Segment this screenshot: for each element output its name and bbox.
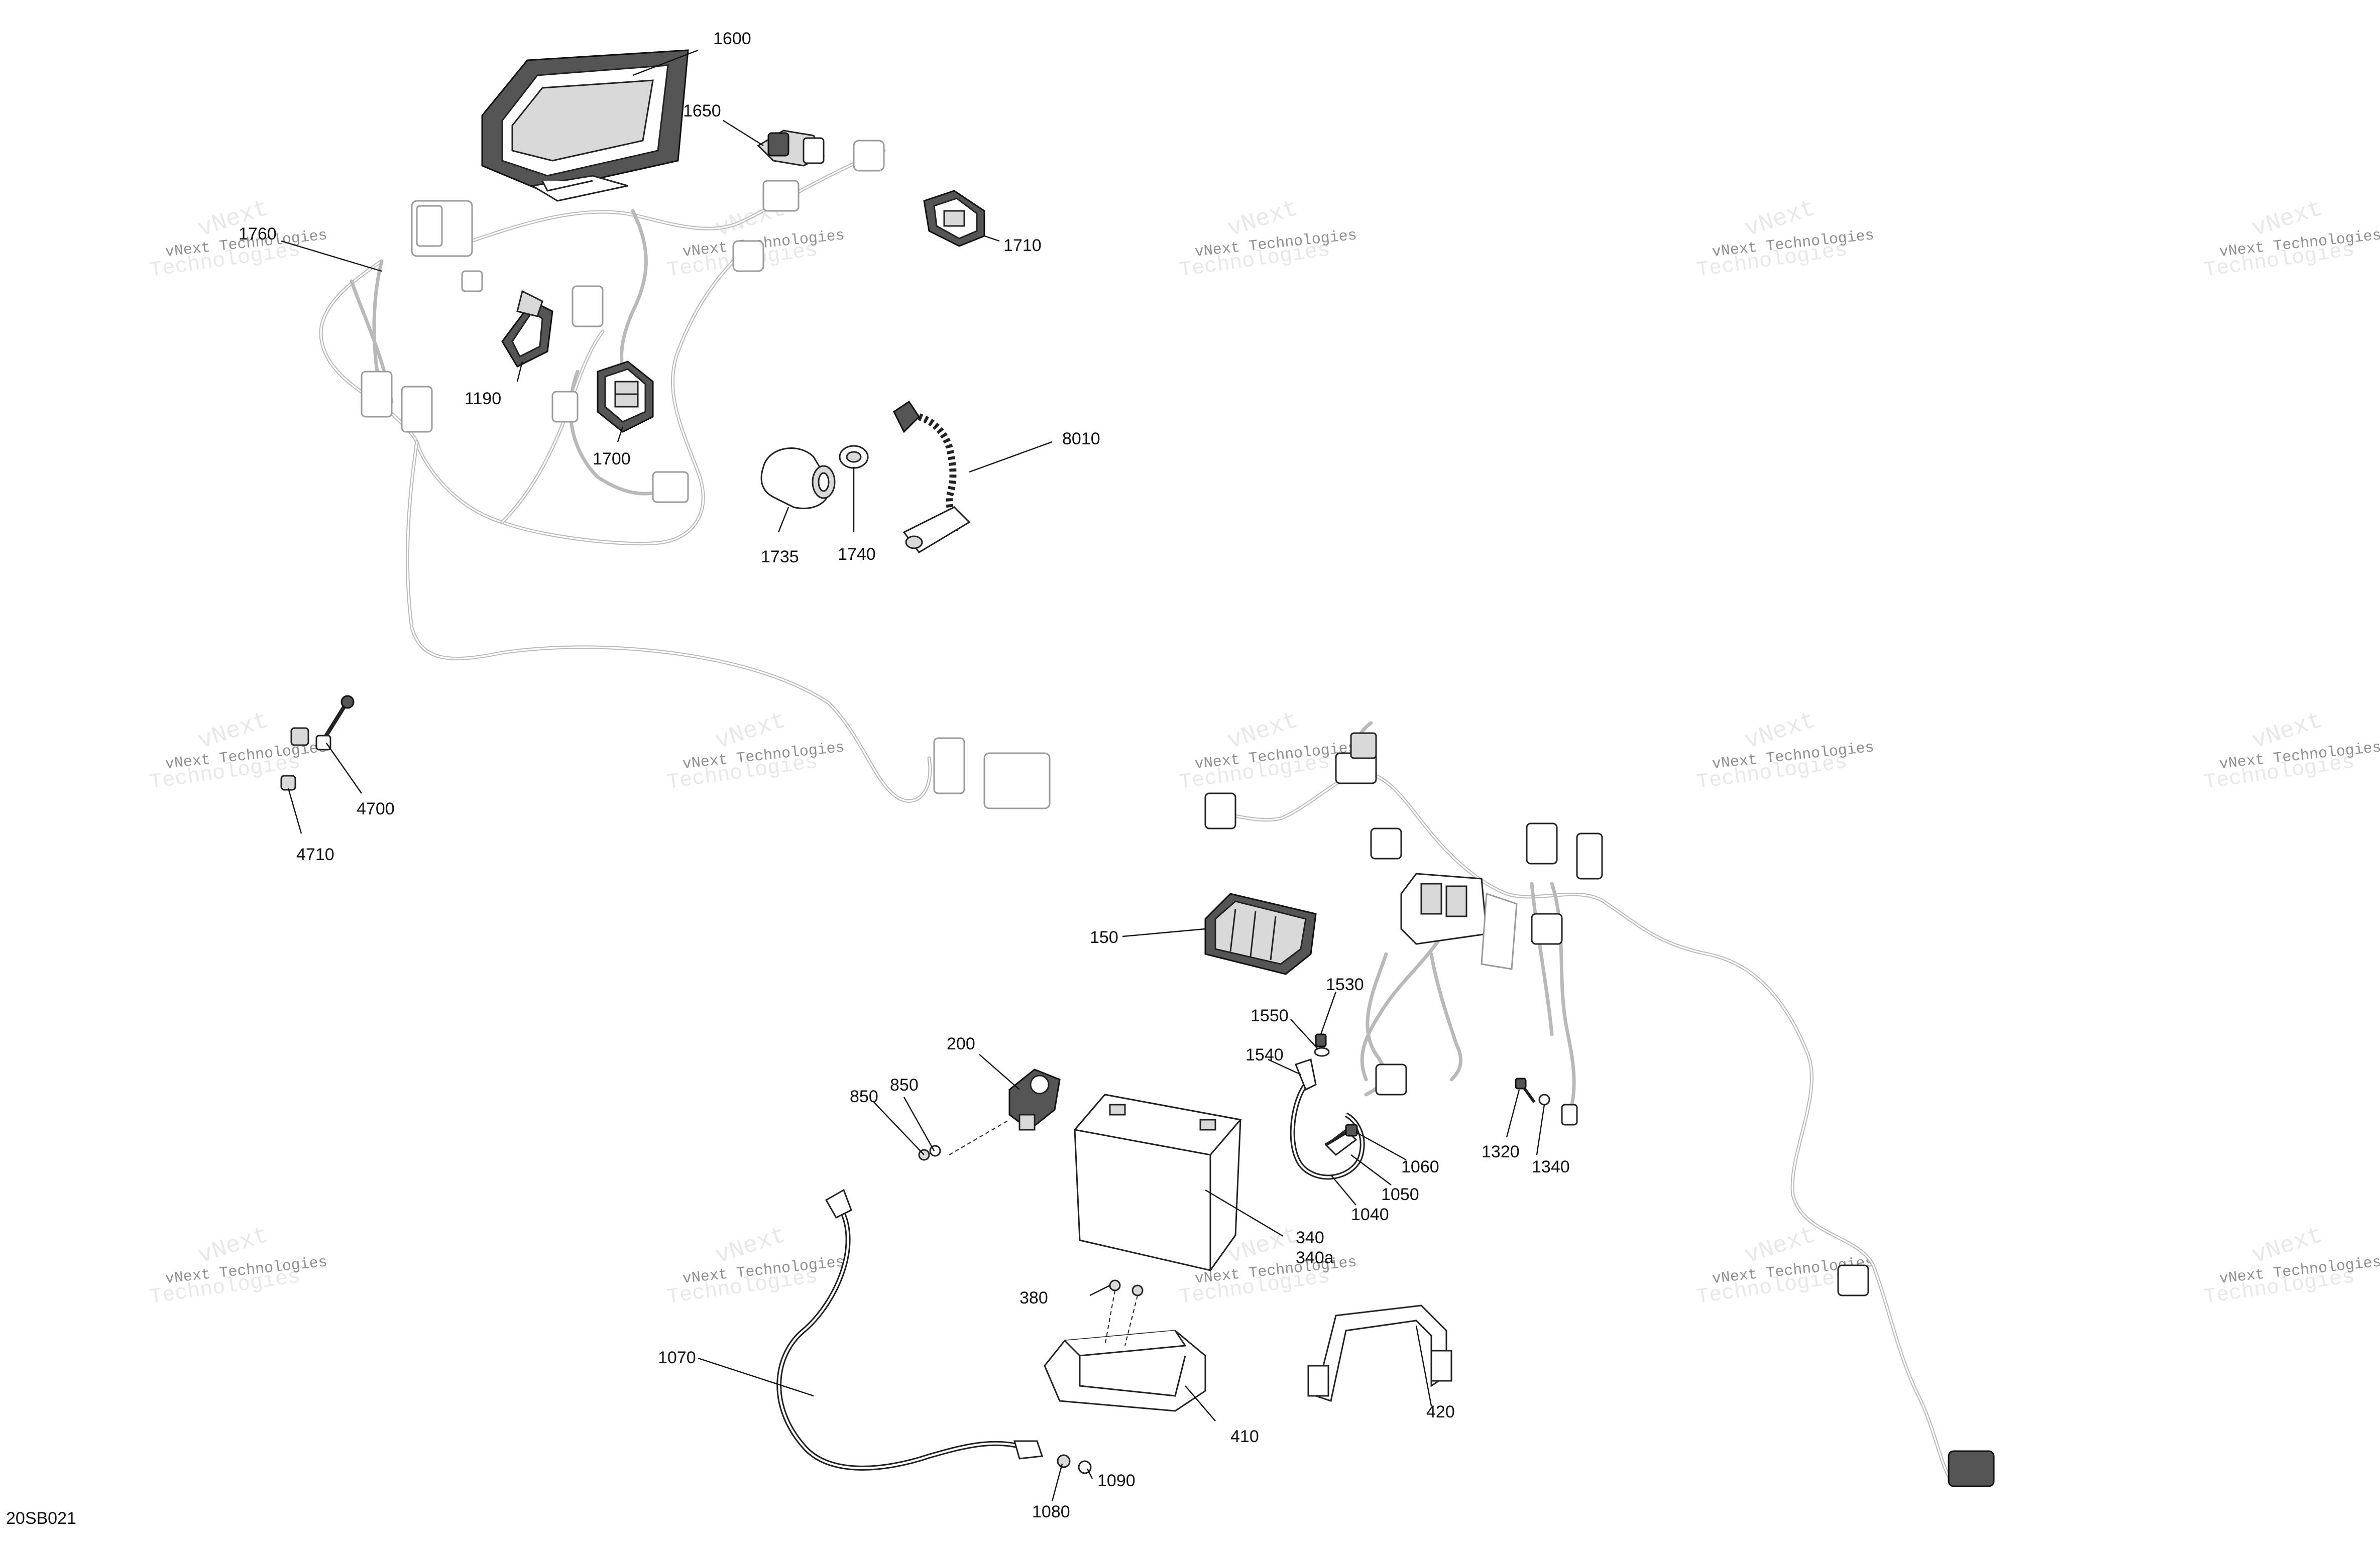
label-380: 380 — [1019, 1288, 1048, 1308]
label-1700: 1700 — [593, 449, 631, 468]
leader-lines — [281, 49, 1545, 1502]
label-340: 340 — [1296, 1228, 1324, 1247]
battery-tray-410 — [1044, 1279, 1206, 1412]
assembly-line-200 — [949, 1119, 1010, 1155]
label-4700: 4700 — [357, 799, 395, 818]
label-1740: 1740 — [838, 545, 876, 564]
label-850-right: 850 — [890, 1076, 919, 1095]
label-4710: 4710 — [296, 845, 334, 864]
label-1320: 1320 — [1482, 1142, 1520, 1161]
voltage-regulator-150 — [1204, 893, 1317, 975]
switch-1700 — [597, 361, 654, 433]
diagram-reference: 20SB021 — [6, 1509, 76, 1528]
nut-1080 — [1057, 1454, 1071, 1468]
battery-cable-1040 — [1290, 1058, 1365, 1180]
label-1530: 1530 — [1326, 975, 1364, 994]
starter-cable-1070 — [776, 1189, 1044, 1471]
label-1090: 1090 — [1097, 1471, 1136, 1490]
battery-340 — [1073, 1094, 1242, 1271]
connector-1190 — [501, 290, 553, 368]
nut-1740 — [839, 445, 869, 469]
upper-wiring-harness — [319, 140, 1051, 809]
switch-1650 — [757, 130, 825, 167]
bolt-1060 — [1325, 1124, 1358, 1146]
washer-1550 — [1314, 1047, 1330, 1057]
dess-post-1735 — [760, 447, 836, 510]
label-1550: 1550 — [1251, 1006, 1289, 1025]
label-1650: 1650 — [683, 101, 721, 121]
label-1080: 1080 — [1032, 1502, 1070, 1521]
battery-strap-420 — [1307, 1304, 1452, 1402]
switch-1710 — [923, 190, 985, 247]
lower-wiring-harness — [1204, 721, 1995, 1487]
label-410: 410 — [1230, 1427, 1259, 1446]
label-850-left: 850 — [850, 1087, 878, 1106]
label-1050: 1050 — [1381, 1185, 1419, 1204]
label-200: 200 — [947, 1034, 975, 1053]
label-1540: 1540 — [1245, 1045, 1284, 1064]
label-1040: 1040 — [1351, 1205, 1389, 1224]
label-1735: 1735 — [761, 547, 799, 566]
label-340a: 340a — [1296, 1248, 1334, 1267]
label-1600: 1600 — [713, 29, 751, 48]
label-1340: 1340 — [1532, 1157, 1570, 1176]
bolt-1530 — [1315, 1033, 1327, 1047]
nut-4710 — [280, 727, 309, 791]
instrument-cluster-1600 — [481, 49, 689, 202]
screw-4700 — [315, 695, 355, 751]
label-1710: 1710 — [1003, 236, 1042, 255]
label-1760: 1760 — [239, 224, 277, 244]
starter-solenoid-200 — [1008, 1069, 1061, 1131]
label-150: 150 — [1090, 928, 1118, 947]
bolts-1320-1340 — [1515, 1078, 1550, 1106]
part-labels: 1600 1650 1710 1760 1190 1700 8010 1735 … — [239, 29, 1570, 1521]
tether-key-8010 — [893, 400, 971, 553]
label-1060: 1060 — [1401, 1157, 1439, 1176]
label-1070: 1070 — [658, 1348, 696, 1367]
label-1190: 1190 — [465, 389, 501, 408]
label-8010: 8010 — [1062, 429, 1100, 448]
label-420: 420 — [1426, 1402, 1455, 1421]
